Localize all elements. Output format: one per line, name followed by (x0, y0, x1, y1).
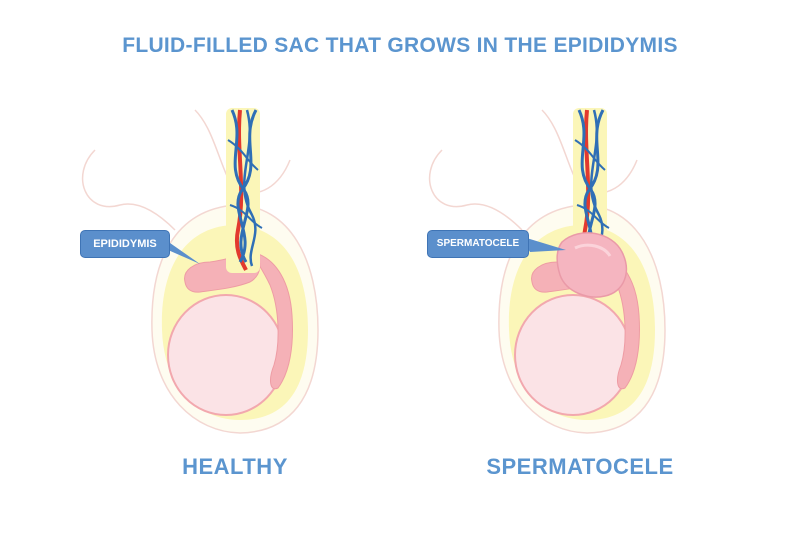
spermatocele-callout: SPERMATOCELE (427, 230, 529, 258)
spermatocele-cyst (556, 232, 627, 298)
cyst-highlight (574, 243, 612, 257)
spermatocele-illustration (427, 106, 667, 435)
spermatocele-caption: SPERMATOCELE (486, 454, 674, 479)
epididymis-pointer (160, 236, 200, 264)
diagram-title: FLUID-FILLED SAC THAT GROWS IN THE EPIDI… (122, 34, 678, 57)
healthy-caption: HEALTHY (182, 454, 288, 479)
healthy-illustration (80, 106, 320, 435)
spermatocele-pointer (520, 236, 566, 252)
epididymis-callout: EPIDIDYMIS (80, 230, 170, 258)
